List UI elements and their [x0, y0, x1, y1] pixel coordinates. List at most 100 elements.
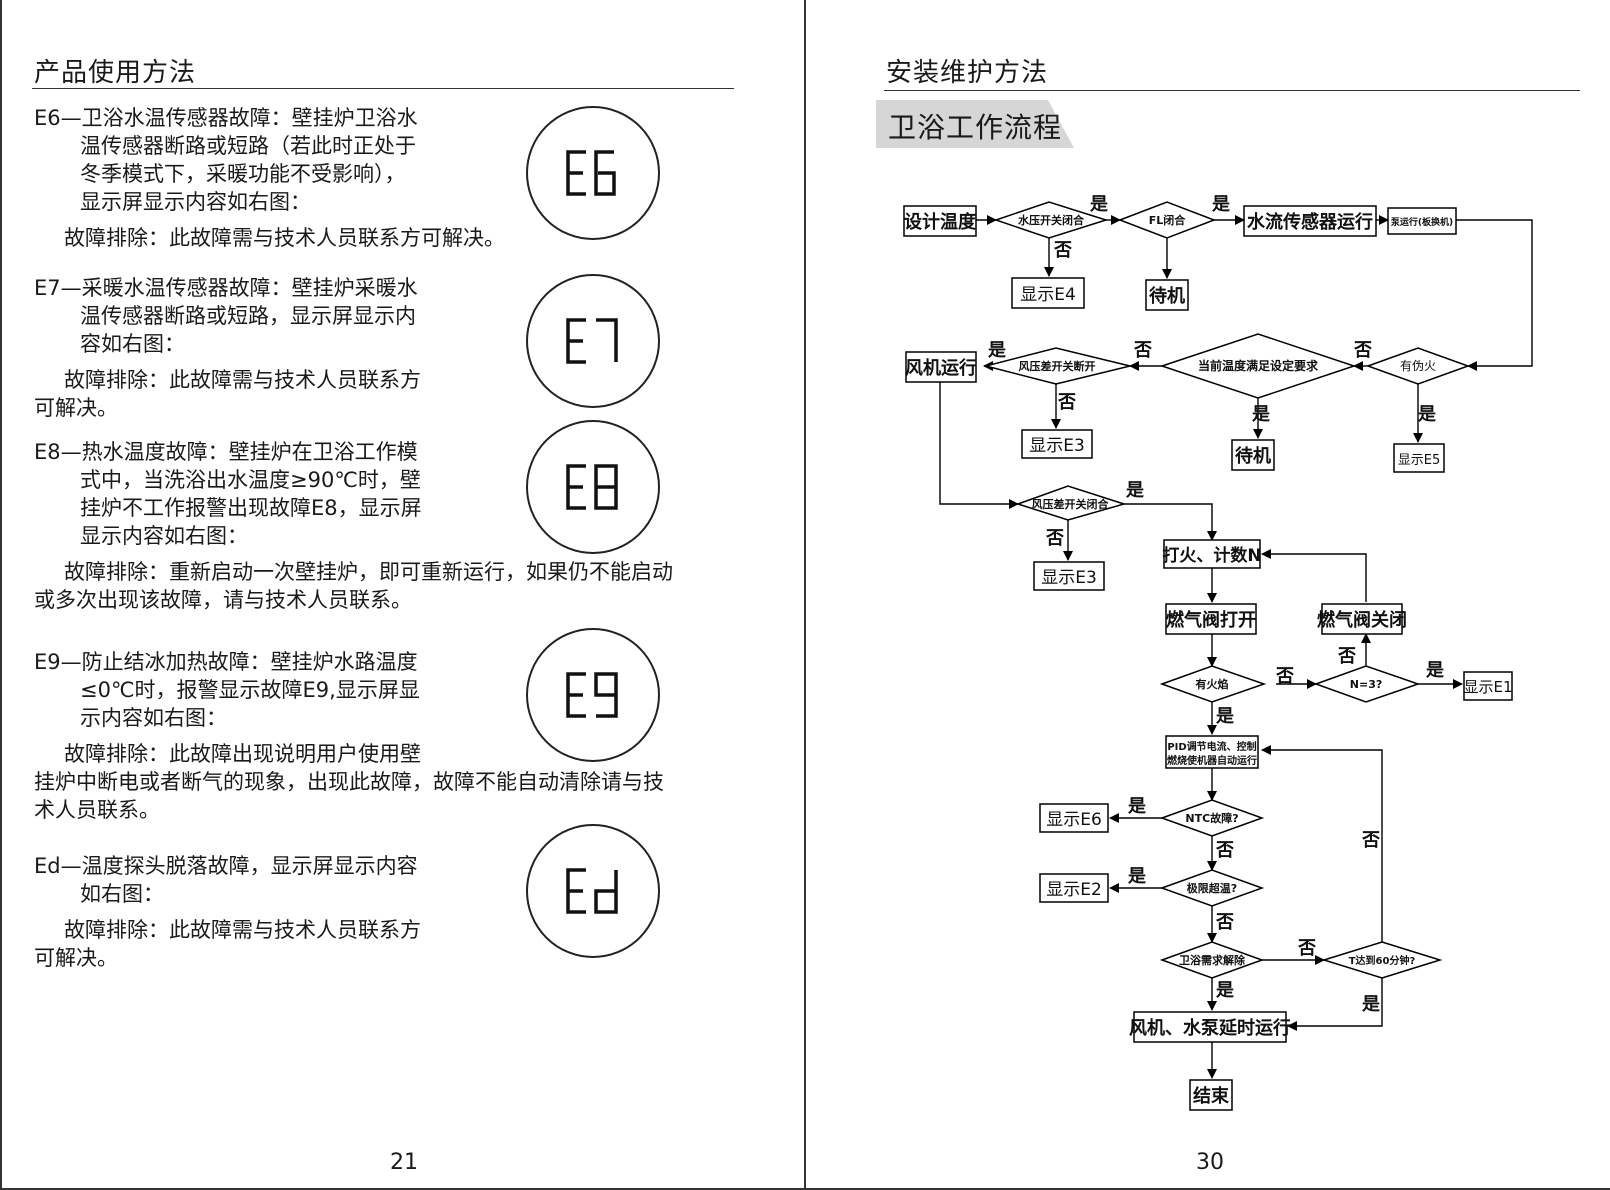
node-current-temp [1159, 333, 1357, 399]
segment-code-e9 [566, 672, 618, 718]
entry-e7-fix: 故障排除：此故障需与技术人员联系方 [64, 368, 421, 392]
node-show-e6 [1039, 803, 1109, 833]
node-gas-open [1165, 603, 1257, 635]
yes-label: 是 [987, 340, 1006, 361]
node-air-switch-closed [1015, 485, 1127, 521]
no-label: 否 [1215, 840, 1234, 861]
section-heading-bar [876, 100, 1076, 148]
label-fl-closed: FL闭合 [1149, 213, 1187, 227]
no-label: 否 [1057, 392, 1076, 413]
display-e9 [526, 628, 660, 762]
entry-ed-fix: 故障排除：此故障需与技术人员联系方 [64, 918, 421, 942]
node-ignite [1163, 539, 1261, 569]
label-pid-1: PID调节电流、控制 [1167, 740, 1256, 753]
entry-e6-line: E6—卫浴水温传感器故障：壁挂炉卫浴水 [34, 106, 418, 130]
node-show-e3-a [1021, 429, 1093, 459]
entry-e8-fix-cont: 或多次出现该故障，请与技术人员联系。 [34, 588, 412, 612]
no-label: 否 [1053, 240, 1072, 261]
right-page-number: 30 [1196, 1150, 1224, 1175]
label-end: 结束 [1193, 1085, 1230, 1107]
label-standby-2: 待机 [1235, 445, 1271, 467]
page-edge-left [0, 0, 2, 1190]
entry-e9-line: E9—防止结冰加热故障：壁挂炉水路温度 [34, 650, 418, 674]
node-water-pressure [993, 201, 1109, 239]
label-overtemp: 极限超温? [1187, 881, 1237, 895]
entry-e6-line: 冬季模式下，采暖功能不受影响）， [80, 162, 406, 186]
section-heading: 卫浴工作流程 [888, 111, 1063, 144]
left-page-title: 产品使用方法 [34, 58, 197, 88]
label-pid-2: 燃烧使机器自动运行 [1167, 754, 1257, 767]
yes-label: 是 [1425, 660, 1444, 681]
label-set-temp: 设计温度 [904, 211, 977, 233]
label-false-flame: 有伪火 [1400, 359, 1436, 373]
segment-code-e7 [566, 318, 618, 364]
entry-e9-line: 示内容如右图： [80, 706, 227, 730]
label-show-e5: 显示E5 [1398, 453, 1441, 468]
right-title-rule [884, 90, 1580, 91]
entry-ed-fix-cont: 可解决。 [34, 946, 118, 970]
yes-label: 是 [1211, 194, 1230, 215]
entry-e7-fix-cont: 可解决。 [34, 396, 118, 420]
entry-e8-fix: 故障排除：重新启动一次壁挂炉，即可重新运行，如果仍不能启动 [64, 560, 673, 584]
node-pid [1165, 735, 1259, 769]
entry-e6: E6—卫浴水温传感器故障：壁挂炉卫浴水 温传感器断路或短路（若此时正处于 冬季模… [34, 104, 754, 252]
entry-e7-line: 温传感器断路或短路，显示屏显示内 [80, 304, 416, 328]
node-ntc [1159, 799, 1265, 837]
yes-label: 是 [1127, 796, 1146, 817]
segment-code-e8 [566, 464, 618, 510]
label-air-switch-open: 风压差开关断开 [1019, 359, 1096, 373]
flow-nodes [903, 201, 1513, 1111]
node-end [1189, 1079, 1233, 1111]
flow-connectors [939, 215, 1533, 1079]
entry-e6-fix: 故障排除：此故障需与技术人员联系方可解决。 [64, 226, 505, 250]
node-fan-run [905, 351, 977, 383]
entry-ed-line: Ed—温度探头脱落故障，显示屏显示内容 [34, 854, 418, 878]
no-label: 否 [1275, 666, 1294, 687]
node-standby-1 [1145, 279, 1189, 311]
label-delay-run: 风机、水泵延时运行 [1129, 1017, 1291, 1039]
display-ed [526, 824, 660, 958]
entry-e7-line: E7—采暖水温传感器故障：壁挂炉采暖水 [34, 276, 418, 300]
node-delay-run [1133, 1011, 1287, 1043]
entry-e7-line: 容如右图： [80, 332, 185, 356]
no-label: 否 [1045, 528, 1064, 549]
label-fan-run: 风机运行 [905, 357, 977, 379]
node-standby-2 [1231, 439, 1275, 471]
node-air-switch-open [985, 347, 1131, 385]
label-t60: T达到60分钟? [1349, 954, 1416, 967]
label-has-flame: 有火焰 [1196, 677, 1229, 691]
left-title-rule [32, 88, 734, 89]
label-air-switch-closed: 风压差开关闭合 [1032, 497, 1110, 511]
label-show-e1: 显示E1 [1463, 678, 1512, 696]
display-e6 [526, 106, 660, 240]
node-false-flame [1365, 347, 1471, 385]
entry-e9-fix: 故障排除：此故障出现说明用户使用壁 [64, 742, 421, 766]
node-show-e3-b [1033, 561, 1105, 591]
node-show-e4 [1011, 277, 1085, 309]
label-gas-open: 燃气阀打开 [1166, 609, 1256, 631]
label-show-e3-b: 显示E3 [1041, 568, 1097, 588]
node-flow-sensor [1243, 205, 1377, 237]
label-current-temp: 当前温度满足设定要求 [1198, 358, 1319, 373]
no-label: 否 [1353, 340, 1372, 361]
label-show-e3-a: 显示E3 [1029, 436, 1085, 456]
display-e8 [526, 420, 660, 554]
yes-label: 是 [1215, 706, 1234, 727]
node-has-flame [1159, 665, 1267, 703]
yes-label: 是 [1417, 404, 1436, 425]
entry-e8: E8—热水温度故障：壁挂炉在卫浴工作模 式中，当洗浴出水温度≥90℃时，壁 挂炉… [34, 438, 754, 614]
node-pump-run [1387, 207, 1457, 235]
no-label: 否 [1133, 340, 1152, 361]
segment-code-e6 [566, 150, 616, 196]
label-pump-run: 泵运行(板换机) [1391, 216, 1453, 228]
no-label: 否 [1361, 830, 1380, 851]
yes-label: 是 [1125, 480, 1144, 501]
entry-e6-line: 温传感器断路或短路（若此时正处于 [80, 134, 416, 158]
node-show-e2 [1039, 873, 1109, 903]
book-spine [804, 0, 806, 1190]
label-ntc: NTC故障? [1185, 811, 1238, 825]
label-standby-1: 待机 [1149, 285, 1185, 307]
node-show-e1 [1463, 671, 1513, 701]
entry-e6-line: 显示屏显示内容如右图： [80, 190, 311, 214]
